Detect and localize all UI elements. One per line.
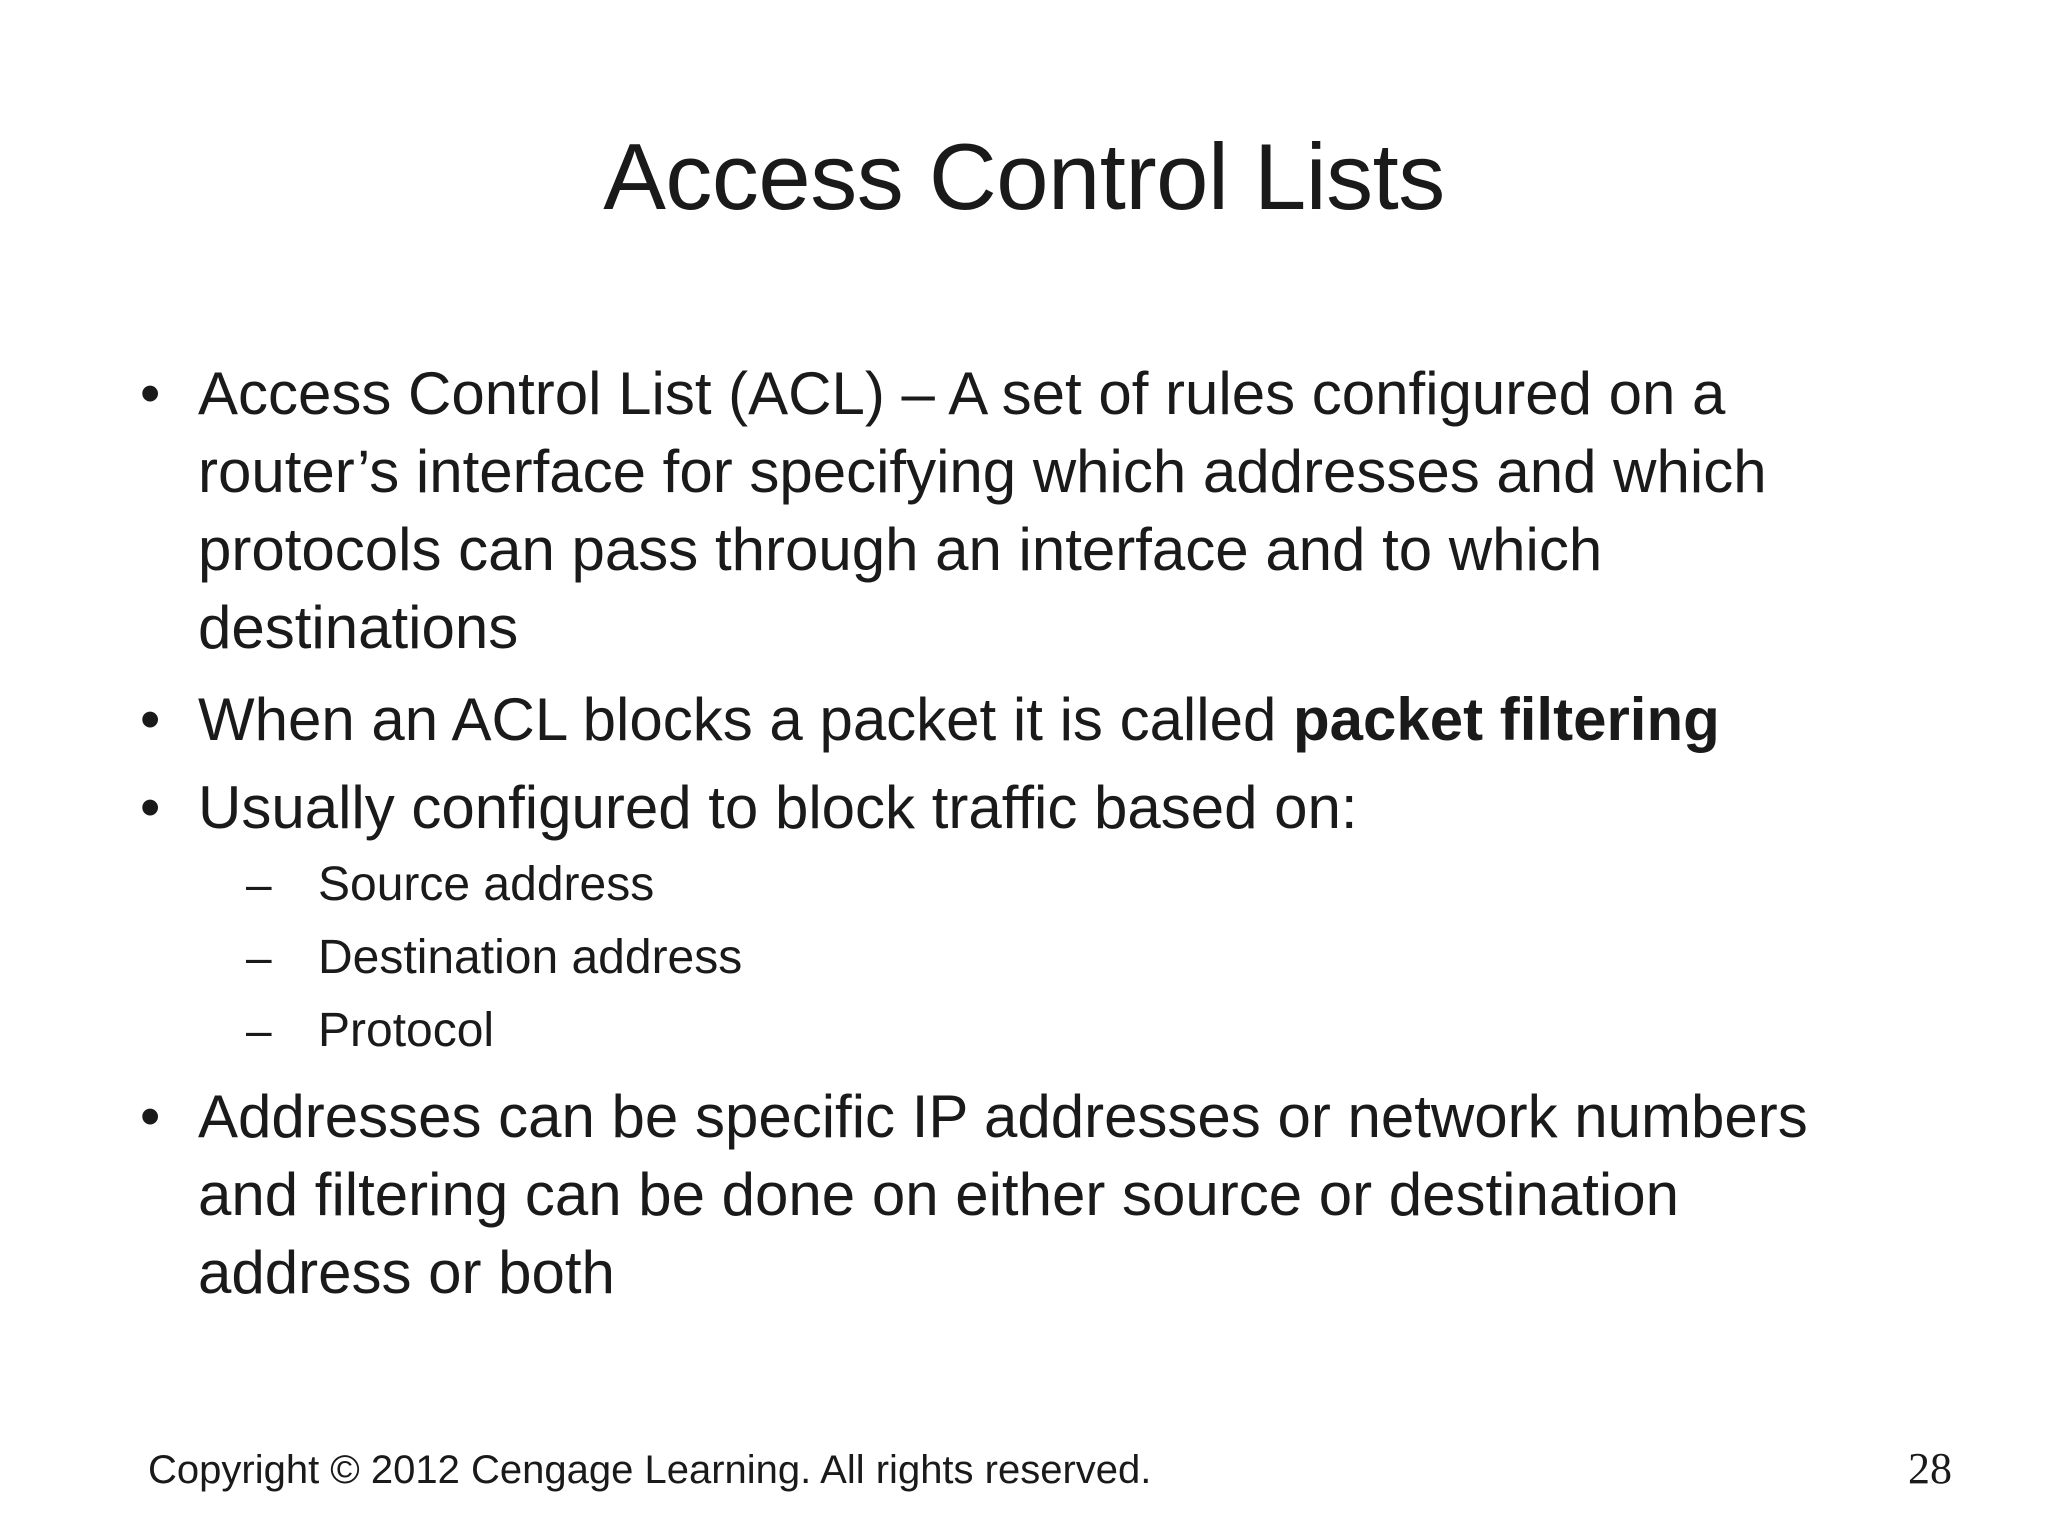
sub-bullet-text: Protocol <box>318 1004 495 1057</box>
bullet-text-segment: When an ACL blocks a packet it is called <box>198 686 1293 753</box>
bullet-dash-icon: – <box>246 1004 272 1056</box>
sub-bullet-item: – Destination address <box>128 926 1928 989</box>
bullet-text: Addresses can be specific IP addresses o… <box>198 1078 1888 1312</box>
sub-bullet-list: – Source address – Destination address –… <box>128 853 1928 1062</box>
bullet-dot-icon: • <box>140 687 161 752</box>
bullet-text: Usually configured to block traffic base… <box>198 769 1888 847</box>
copyright-notice: Copyright © 2012 Cengage Learning. All r… <box>148 1448 1152 1492</box>
bullet-text-segment: Access Control List (ACL) – A set of rul… <box>198 360 1767 661</box>
page-title: Access Control Lists <box>603 124 1445 229</box>
sub-bullet-text: Destination address <box>318 931 743 984</box>
bullet-text-emphasis: packet filtering <box>1293 686 1720 753</box>
bullet-dot-icon: • <box>140 775 161 840</box>
bullet-text: Access Control List (ACL) – A set of rul… <box>198 355 1888 667</box>
bullet-dot-icon: • <box>140 361 161 426</box>
bullet-item: • When an ACL blocks a packet it is call… <box>128 681 1928 759</box>
bullet-text: When an ACL blocks a packet it is called… <box>198 681 1888 759</box>
bullet-item: • Access Control List (ACL) – A set of r… <box>128 355 1928 667</box>
bullet-dash-icon: – <box>246 931 272 983</box>
page-number: 28 <box>1908 1444 1952 1493</box>
sub-bullet-item: – Source address <box>128 853 1928 916</box>
sub-bullet-text: Source address <box>318 858 655 911</box>
bullet-text-segment: Usually configured to block traffic base… <box>198 774 1358 841</box>
slide-footer: Copyright © 2012 Cengage Learning. All r… <box>0 1416 2048 1536</box>
bullet-text-segment: Addresses can be specific IP addresses o… <box>198 1083 1808 1306</box>
bullet-item: • Addresses can be specific IP addresses… <box>128 1078 1928 1312</box>
slide-body: • Access Control List (ACL) – A set of r… <box>128 355 1928 1316</box>
bullet-dash-icon: – <box>246 858 272 910</box>
bullet-dot-icon: • <box>140 1084 161 1149</box>
sub-bullet-item: – Protocol <box>128 999 1928 1062</box>
bullet-item: • Usually configured to block traffic ba… <box>128 769 1928 847</box>
